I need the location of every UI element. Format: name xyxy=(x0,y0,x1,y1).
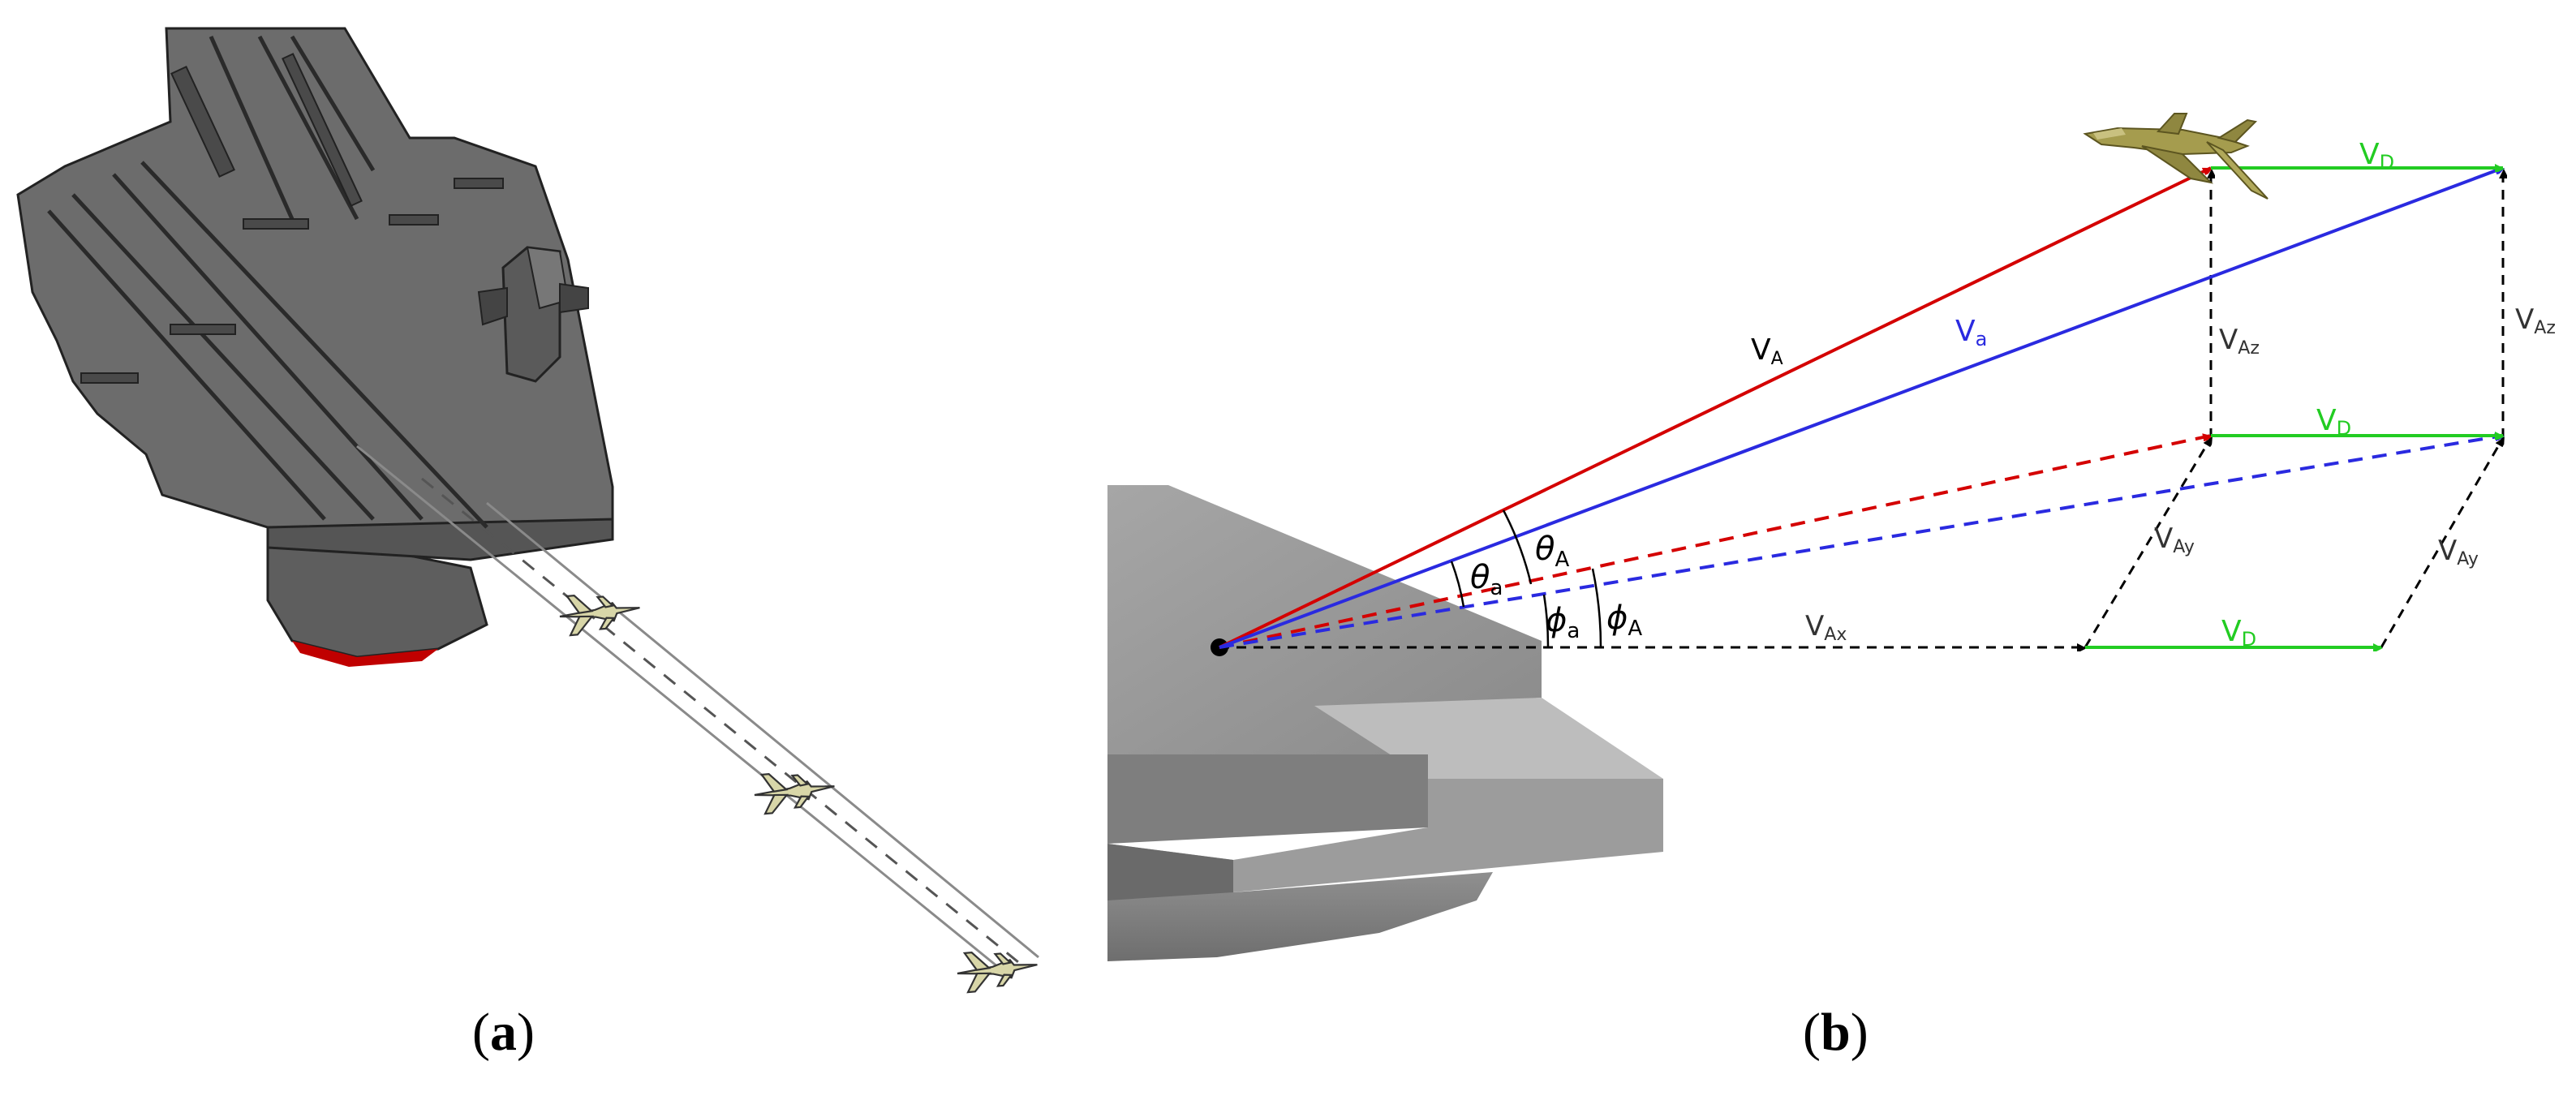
label-Va: Va xyxy=(1955,315,1987,350)
vector-VA-projection xyxy=(1219,436,2211,649)
deck-block xyxy=(1107,485,1663,961)
label-VA: VA xyxy=(1751,333,1783,369)
panel-b: VA Va θA θa ϕa ϕA VD VD VD VAz VAz VAy V… xyxy=(1107,113,2556,961)
runway-lines xyxy=(47,35,488,529)
caption-a-letter: a xyxy=(489,1003,517,1062)
flight-deck xyxy=(16,27,614,553)
vector-labels: VA Va θA θa ϕa ϕA VD VD VD VAz VAz VAy V… xyxy=(1470,138,2556,651)
label-VAx: VAx xyxy=(1805,610,1847,645)
label-thetaA: θA xyxy=(1535,531,1569,572)
caption-b: (b) xyxy=(1803,1003,1869,1062)
label-VD-top: VD xyxy=(2359,138,2394,174)
vector-Va-projection xyxy=(1219,436,2503,649)
deck-top-surface xyxy=(1107,485,1542,754)
label-VAz-left: VAz xyxy=(2219,324,2260,359)
label-VAy-right: VAy xyxy=(2438,535,2479,569)
label-thetaa: θa xyxy=(1470,559,1503,600)
arc-phiA xyxy=(1591,568,1602,648)
carrier-island xyxy=(477,246,589,383)
label-VD-mid: VD xyxy=(2316,404,2351,440)
arc-thetaA xyxy=(1502,509,1533,585)
projection-lines xyxy=(1219,170,2503,647)
label-VAy-left: VAy xyxy=(2154,522,2195,557)
label-VAz-right: VAz xyxy=(2515,303,2556,338)
carrier-waterline xyxy=(292,641,438,667)
arc-thetaa xyxy=(1450,561,1465,608)
label-phia: ϕa xyxy=(1546,602,1580,643)
aircraft-carrier xyxy=(16,27,614,667)
label-phiA: ϕA xyxy=(1606,599,1642,641)
deck-side xyxy=(1107,754,1428,844)
angle-arcs xyxy=(1450,509,1602,648)
glide-path xyxy=(356,445,1039,975)
aircraft-2 xyxy=(751,767,837,816)
aircraft-3 xyxy=(954,946,1040,995)
deck-step-front xyxy=(1233,779,1663,892)
arc-phia xyxy=(1542,594,1550,648)
caption-b-letter: b xyxy=(1820,1003,1851,1062)
fighter-jet xyxy=(2083,113,2269,200)
label-VD-bottom: VD xyxy=(2221,615,2256,651)
caption-a: (a) xyxy=(472,1003,535,1062)
panel-a xyxy=(16,27,1040,995)
vector-Va xyxy=(1219,166,2503,649)
deck-markings xyxy=(80,53,504,384)
vector-VD-group xyxy=(2085,168,2503,647)
vector-VA xyxy=(1219,166,2211,649)
aircraft-1 xyxy=(557,589,643,638)
